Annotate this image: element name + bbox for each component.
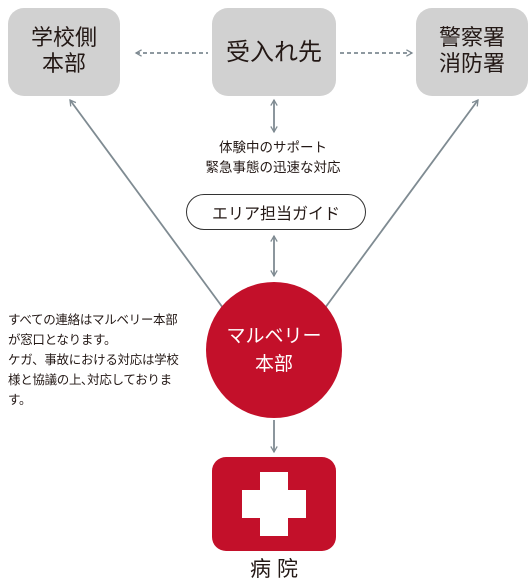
note-paragraph-1: すべての連絡はマルベリー本部が窓口となります。 xyxy=(8,312,178,347)
hq-line-2: 本部 xyxy=(254,353,293,375)
support-line-1: 体験中のサポート xyxy=(219,140,327,156)
host-node: 受入れ先 xyxy=(212,8,336,96)
cross-horizontal-bar xyxy=(242,490,306,518)
support-description: 体験中のサポート 緊急事態の迅速な対応 xyxy=(178,138,368,178)
police-fire-node: 警察署 消防署 xyxy=(416,8,528,96)
support-line-2: 緊急事態の迅速な対応 xyxy=(205,160,341,176)
school-hq-node: 学校側 本部 xyxy=(8,8,120,96)
contact-note: すべての連絡はマルベリー本部が窓口となります。 ケガ、事故における対応は学校様と… xyxy=(8,310,180,410)
area-guide-node: エリア担当ガイド xyxy=(186,194,366,230)
hq-line-1: マルベリー xyxy=(226,325,322,347)
mulberry-hq-node: マルベリー 本部 xyxy=(206,282,342,418)
arrow-hq-to-police xyxy=(321,98,479,313)
area-guide-label: エリア担当ガイド xyxy=(211,204,340,223)
note-paragraph-2: ケガ、事故における対応は学校様と協議の上､対応しております。 xyxy=(8,352,179,407)
red-cross-icon xyxy=(212,457,336,551)
arrow-hq-to-school xyxy=(69,98,227,313)
hospital-label: 病院 xyxy=(250,557,304,581)
